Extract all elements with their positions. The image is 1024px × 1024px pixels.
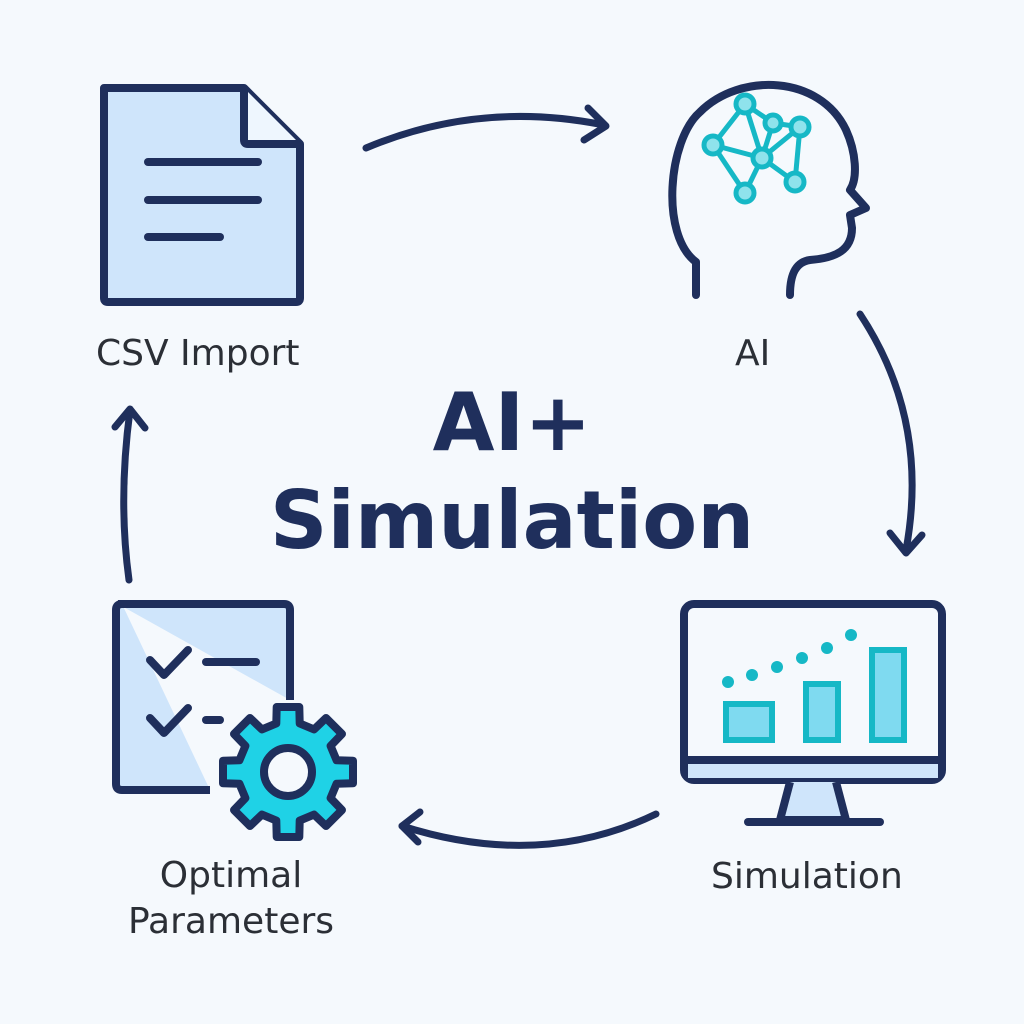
arrow-csv-to-ai: [362, 104, 610, 152]
document-icon: [100, 84, 304, 306]
arrow-optimal-to-csv: [111, 405, 149, 584]
center-title-line2: Simulation: [269, 474, 755, 567]
optimal-parameters-line2: Parameters: [127, 901, 335, 942]
head-neural-network-icon: [668, 81, 870, 299]
optimal-parameters-label: Optimal Parameters: [122, 853, 340, 945]
csv-import-label: CSV Import: [96, 333, 300, 374]
arrow-ai-to-simulation: [856, 310, 926, 557]
ai-label: AI: [735, 333, 771, 374]
center-title: AI+ Simulation: [262, 374, 762, 570]
optimal-parameters-line1: Optimal: [159, 855, 303, 896]
gear-icon: [219, 703, 357, 841]
simulation-label: Simulation: [711, 856, 903, 897]
monitor-bar-chart-icon: [680, 600, 946, 826]
arrow-simulation-to-optimal: [398, 808, 660, 849]
checklist-gear-icon: [112, 600, 357, 841]
cycle-arrows: [111, 104, 926, 849]
center-title-line1: AI+: [432, 376, 592, 469]
